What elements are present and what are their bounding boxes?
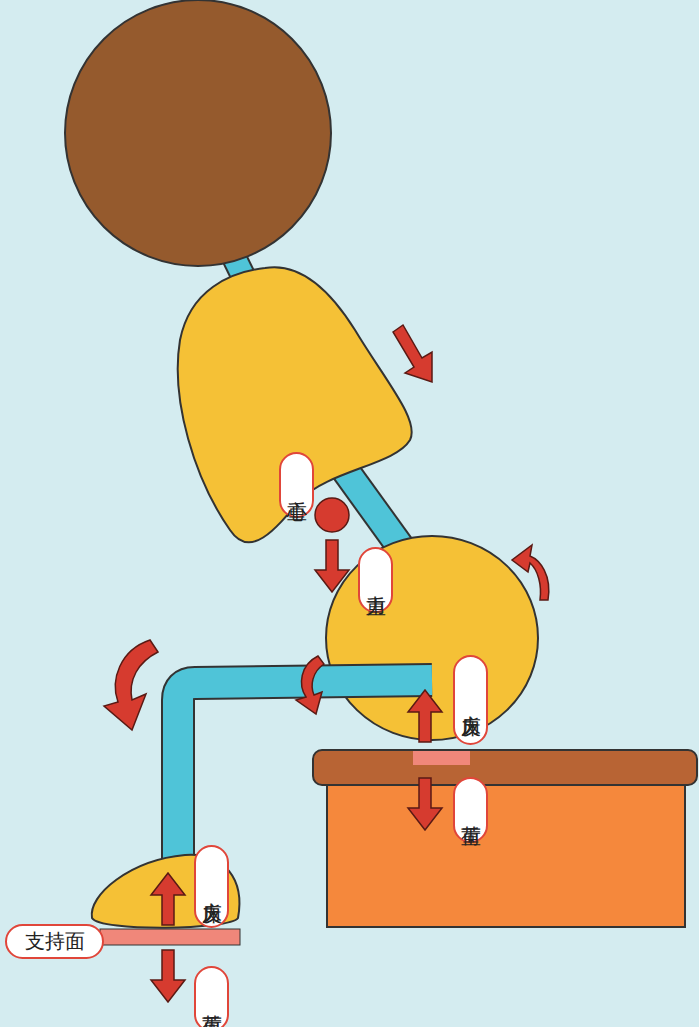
seat-body — [327, 775, 685, 927]
load-label: 荷重 — [194, 966, 229, 1027]
seat-contact-bar — [413, 751, 470, 765]
center-of-gravity-label: 重心 — [279, 452, 314, 518]
gravity-arrow — [315, 540, 349, 592]
foot-reaction-arrow — [151, 873, 185, 925]
leg-rotation-arrow — [104, 640, 158, 730]
torso — [178, 267, 412, 542]
seat-reaction-arrow — [408, 690, 442, 742]
head — [65, 0, 331, 266]
gravity-label: 重力 — [358, 547, 393, 613]
label-text: 支持面 — [25, 931, 85, 952]
pelvis-rotation-arrow — [512, 545, 549, 600]
reaction-force-label: 床反力 — [194, 845, 229, 928]
seat-load-arrow — [408, 778, 442, 830]
support-plate — [100, 929, 240, 945]
load-label: 荷重 — [453, 777, 488, 843]
hip-rotation-arrow — [296, 656, 324, 714]
trunk-flexion-arrow — [393, 325, 432, 382]
support-surface-label: 支持面 — [5, 924, 104, 959]
reaction-force-label: 床反力 — [453, 655, 488, 745]
seat-top — [313, 750, 697, 785]
center-of-gravity-dot — [315, 498, 349, 532]
foot-load-arrow — [151, 950, 185, 1002]
